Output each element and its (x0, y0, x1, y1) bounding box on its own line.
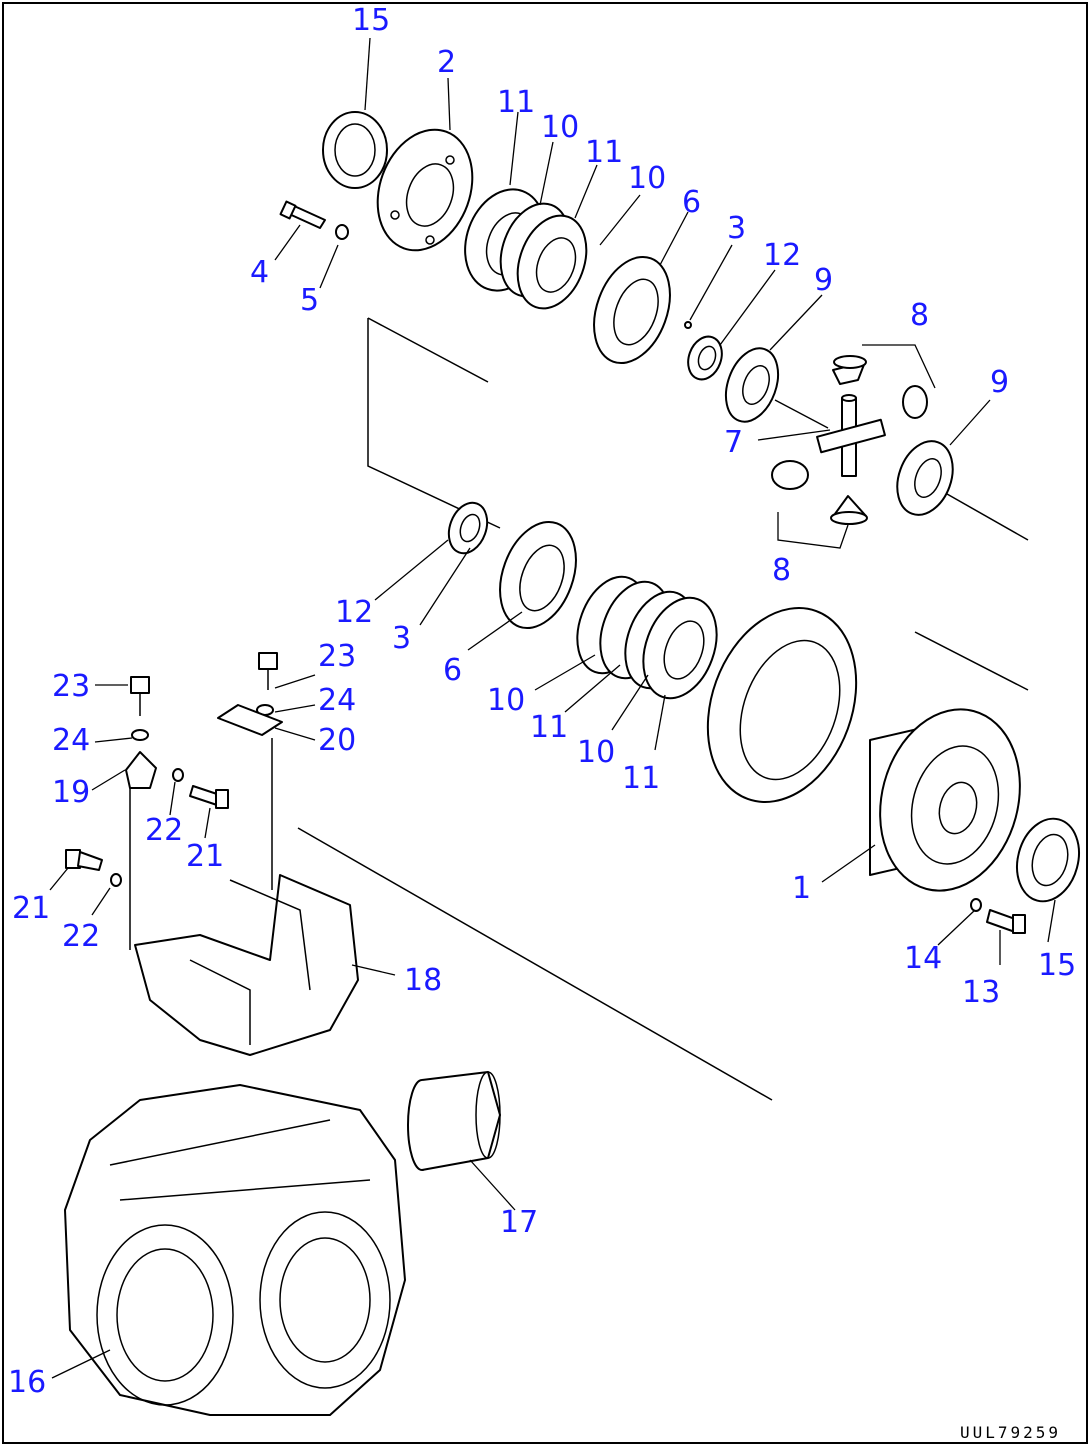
part-16-axle-housing (64, 1084, 406, 1416)
part-13-bolt (986, 909, 1026, 934)
callout-21: 21 (12, 891, 50, 926)
part-5-washer (335, 224, 349, 240)
callout-16: 16 (8, 1365, 46, 1400)
callout-5: 5 (300, 283, 319, 318)
part-21-bolt-lower (65, 849, 103, 871)
part-7-spider (816, 394, 886, 477)
callout-12: 12 (335, 595, 373, 630)
part-1-differential-case (869, 708, 1021, 892)
callout-23: 23 (318, 639, 356, 674)
callout-6: 6 (682, 185, 701, 220)
part-18-guard (134, 874, 359, 1056)
callout-10: 10 (541, 110, 579, 145)
part-24-washer-left (131, 729, 149, 741)
callout-20: 20 (318, 723, 356, 758)
callout-3: 3 (727, 211, 746, 246)
part-15-bearing-top (322, 111, 388, 189)
part-22-washer-upper (172, 768, 184, 782)
part-12-washer-middle (447, 501, 489, 555)
callout-15: 15 (1038, 948, 1076, 983)
part-9-side-gear-lower (896, 440, 954, 516)
part-6-ring-upper (593, 255, 671, 365)
callout-23: 23 (52, 669, 90, 704)
callout-7: 7 (724, 425, 743, 460)
callout-9: 9 (990, 365, 1009, 400)
part-8-pinion-b (902, 385, 928, 419)
callout-10: 10 (577, 735, 615, 770)
callout-2: 2 (437, 45, 456, 80)
callout-18: 18 (404, 963, 442, 998)
part-2-case-half (376, 128, 474, 252)
part-17-sleeve (407, 1071, 501, 1171)
callout-13: 13 (962, 975, 1000, 1010)
assembly-guide-lines (129, 317, 1029, 1101)
callout-19: 19 (52, 775, 90, 810)
callout-15: 15 (352, 3, 390, 38)
part-22-washer-lower (110, 873, 122, 887)
callout-24: 24 (318, 683, 356, 718)
callout-17: 17 (500, 1205, 538, 1240)
callout-10: 10 (628, 161, 666, 196)
part-12-washer-upper (687, 335, 723, 381)
part-11-disc-lower-b (642, 596, 718, 700)
part-11-disc-upper-b (516, 214, 588, 310)
leader-lines (49, 37, 1056, 1379)
callout-11: 11 (585, 135, 623, 170)
callout-8: 8 (910, 298, 929, 333)
part-15-bearing-lower (1016, 817, 1080, 903)
part-19-bracket (125, 751, 157, 789)
callout-24: 24 (52, 723, 90, 758)
ring-gear (706, 607, 858, 803)
callout-1: 1 (792, 871, 811, 906)
part-6-ring-middle (499, 520, 577, 630)
callout-22: 22 (62, 919, 100, 954)
callout-3: 3 (392, 621, 411, 656)
callout-labels: 15 2 11 10 11 10 6 3 12 9 8 4 5 7 9 8 12… (8, 3, 1076, 1400)
part-9-side-gear-upper (724, 347, 780, 423)
part-23-bolt-right (258, 652, 278, 690)
part-8-pinion-a (832, 355, 867, 385)
callout-9: 9 (814, 263, 833, 298)
part-3-pin-upper (684, 321, 692, 329)
callout-6: 6 (443, 653, 462, 688)
part-4-bolt (279, 200, 326, 229)
callout-11: 11 (530, 710, 568, 745)
callout-4: 4 (250, 255, 269, 290)
part-21-bolt-upper (189, 785, 229, 809)
part-20-plate (217, 704, 283, 736)
callout-21: 21 (186, 839, 224, 874)
callout-12: 12 (763, 238, 801, 273)
callout-8: 8 (772, 553, 791, 588)
callout-22: 22 (145, 813, 183, 848)
callout-14: 14 (904, 941, 942, 976)
drawing-code: UUL79259 (960, 1423, 1061, 1442)
part-23-bolt-left (130, 676, 150, 716)
part-14-washer (970, 898, 982, 912)
part-8-pinion-d (830, 495, 868, 525)
callout-10: 10 (487, 683, 525, 718)
part-8-pinion-c (771, 460, 809, 490)
callout-11: 11 (622, 761, 660, 796)
callout-11: 11 (497, 85, 535, 120)
